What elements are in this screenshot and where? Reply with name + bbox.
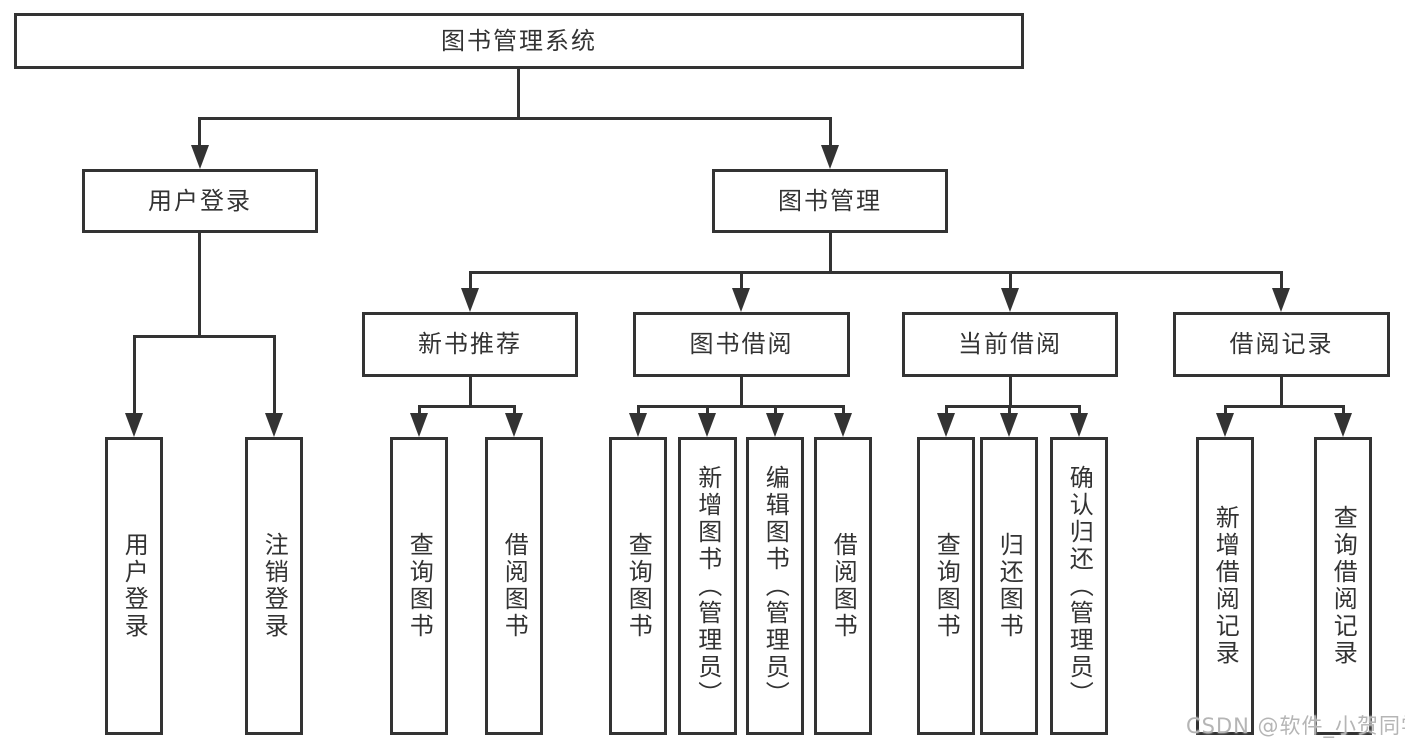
connector-drop xyxy=(706,405,709,415)
connector-branch xyxy=(945,405,1081,408)
arrow-down-icon xyxy=(1000,413,1018,437)
arrow-down-icon xyxy=(265,413,283,437)
node-book-borrow: 图书借阅 xyxy=(633,312,850,377)
connector-bookmgmt-branch xyxy=(469,271,1283,274)
connector-drop xyxy=(1078,405,1081,415)
connector-root-branch xyxy=(198,117,832,120)
connector-drop xyxy=(842,405,845,415)
arrow-down-icon xyxy=(698,413,716,437)
connector-drop xyxy=(273,335,276,413)
connector-drop xyxy=(418,405,421,415)
arrow-down-icon xyxy=(1334,413,1352,437)
connector-trunk xyxy=(740,377,743,407)
connector-drop xyxy=(1280,271,1283,288)
arrow-down-icon xyxy=(1272,288,1290,312)
connector-userlogin-trunk xyxy=(198,233,201,337)
arrow-down-icon xyxy=(834,413,852,437)
node-book-management: 图书管理 xyxy=(712,169,948,233)
connector-trunk xyxy=(1009,377,1012,407)
csdn-watermark: CSDN @软件_小贺同学 xyxy=(1186,714,1405,738)
node-root-system: 图书管理系统 xyxy=(14,13,1024,69)
leaf-query-books-borrow: 查询图书 xyxy=(609,437,667,735)
leaf-logout: 注销登录 xyxy=(245,437,303,735)
arrow-down-icon xyxy=(937,413,955,437)
leaf-user-login: 用户登录 xyxy=(105,437,163,735)
leaf-add-borrow-record: 新增借阅记录 xyxy=(1196,437,1254,735)
arrow-down-icon xyxy=(461,288,479,312)
leaf-query-books-recommend: 查询图书 xyxy=(390,437,448,735)
connector-trunk xyxy=(1280,377,1283,407)
connector-bookmgmt-trunk xyxy=(829,233,832,274)
arrow-down-icon xyxy=(732,288,750,312)
leaf-query-books-current: 查询图书 xyxy=(917,437,975,735)
arrow-down-icon xyxy=(821,145,839,169)
arrow-down-icon xyxy=(629,413,647,437)
connector-drop-user-login xyxy=(198,117,201,147)
arrow-down-icon xyxy=(191,145,209,169)
arrow-down-icon xyxy=(505,413,523,437)
arrow-down-icon xyxy=(1001,288,1019,312)
connector-drop xyxy=(1008,405,1011,415)
connector-drop xyxy=(774,405,777,415)
leaf-add-books-admin: 新增图书（管理员） xyxy=(678,437,737,735)
connector-drop-book-mgmt xyxy=(829,117,832,147)
connector-drop xyxy=(133,335,136,413)
connector-drop xyxy=(637,405,640,415)
node-user-login: 用户登录 xyxy=(82,169,318,233)
node-new-book-recommend: 新书推荐 xyxy=(362,312,578,377)
connector-drop xyxy=(945,405,948,415)
arrow-down-icon xyxy=(410,413,428,437)
connector-drop xyxy=(1009,271,1012,288)
connector-branch xyxy=(1224,405,1345,408)
leaf-borrow-books: 借阅图书 xyxy=(814,437,872,735)
connector-drop xyxy=(513,405,516,415)
connector-branch xyxy=(637,405,845,408)
arrow-down-icon xyxy=(125,413,143,437)
node-borrow-records: 借阅记录 xyxy=(1173,312,1390,377)
connector-trunk xyxy=(469,377,472,407)
connector-drop xyxy=(740,271,743,288)
leaf-query-borrow-record: 查询借阅记录 xyxy=(1314,437,1372,735)
connector-root-trunk xyxy=(517,69,520,119)
arrow-down-icon xyxy=(1216,413,1234,437)
leaf-return-books: 归还图书 xyxy=(980,437,1038,735)
connector-drop xyxy=(1224,405,1227,415)
connector-drop xyxy=(469,271,472,288)
connector-branch xyxy=(418,405,516,408)
arrow-down-icon xyxy=(1070,413,1088,437)
leaf-confirm-return-admin: 确认归还（管理员） xyxy=(1050,437,1108,735)
leaf-edit-books-admin: 编辑图书（管理员） xyxy=(746,437,804,735)
node-current-borrow: 当前借阅 xyxy=(902,312,1118,377)
connector-userlogin-branch xyxy=(133,335,276,338)
connector-drop xyxy=(1342,405,1345,415)
leaf-borrow-books-recommend: 借阅图书 xyxy=(485,437,543,735)
arrow-down-icon xyxy=(766,413,784,437)
